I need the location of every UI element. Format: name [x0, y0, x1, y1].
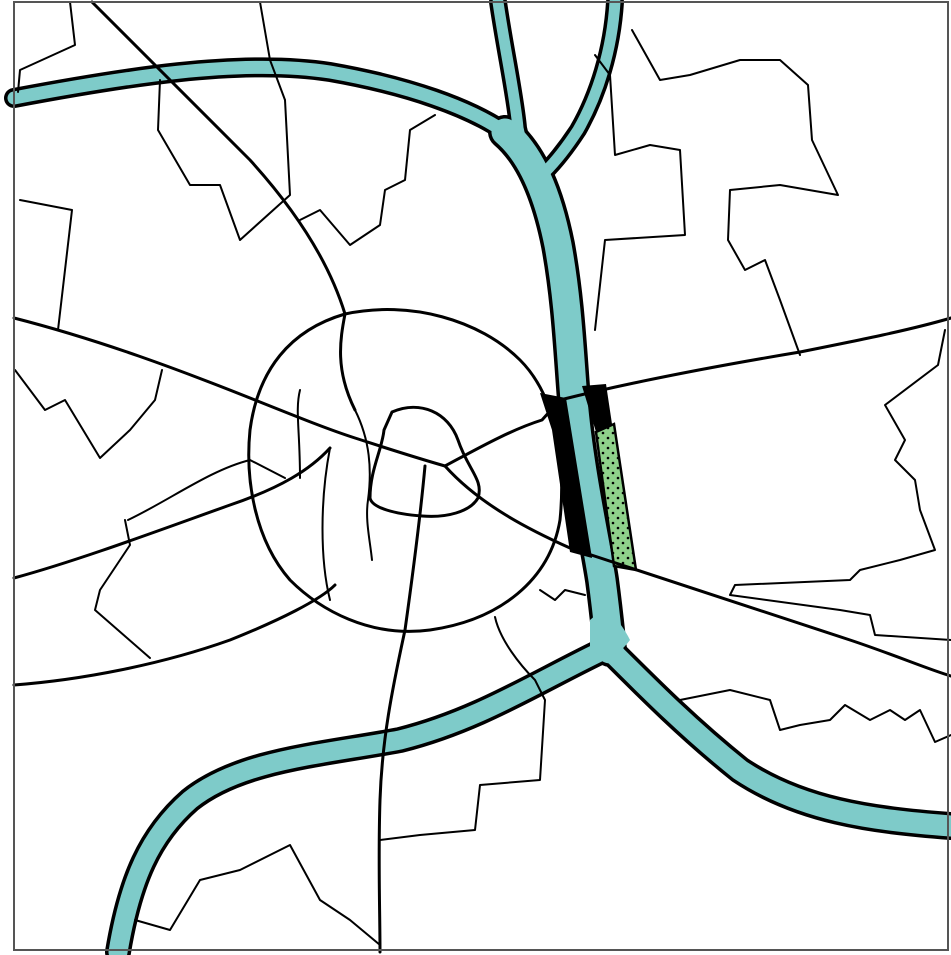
river-southeast-arm	[599, 639, 951, 837]
street-w-4	[127, 459, 286, 521]
street-sw-1	[134, 844, 381, 946]
street-s-2	[539, 589, 586, 601]
park-strip-dots	[596, 424, 636, 570]
street-nw-1	[17, 1, 76, 93]
street-e-1	[729, 329, 951, 641]
road-north-spoke[interactable]	[339, 312, 357, 412]
map-frame	[13, 1, 949, 951]
street-nw-3	[259, 1, 286, 101]
river-southwest-arm	[108, 638, 618, 955]
road-northwest-diagonal[interactable]	[90, 0, 347, 316]
highlighted-area	[540, 384, 638, 572]
street-s-1	[379, 616, 546, 841]
major-roads	[12, 0, 951, 954]
street-se-1	[679, 689, 951, 743]
inner-ring-road[interactable]	[368, 405, 481, 518]
street-w-2	[14, 369, 163, 459]
street-center-3	[296, 389, 301, 479]
street-n-1	[299, 114, 436, 246]
outer-ring-road[interactable]	[247, 308, 564, 633]
street-center-2	[321, 447, 331, 601]
river-confluence	[590, 613, 630, 656]
road-west-radial[interactable]	[12, 316, 447, 468]
street-ne-1	[631, 29, 839, 356]
built-block-west-bank[interactable]	[540, 393, 592, 558]
built-block-east-bank-north[interactable]	[582, 384, 612, 432]
road-southeast-radial[interactable]	[443, 464, 951, 678]
river-main-channel	[491, 118, 624, 664]
street-nw-2	[157, 79, 291, 241]
river-north-branch-right	[539, 0, 621, 178]
road-east-radial[interactable]	[443, 316, 951, 468]
minor-streets	[14, 1, 951, 946]
river-northwest-arm	[7, 60, 512, 139]
street-w-1	[19, 199, 73, 331]
road-southwest-radial[interactable]	[12, 446, 332, 580]
street-w-3	[94, 519, 151, 659]
street-center-1	[354, 409, 373, 561]
rivers	[4, 0, 951, 955]
street-ne-2	[594, 54, 686, 331]
river-fills	[7, 0, 951, 955]
road-south[interactable]	[377, 464, 427, 954]
road-southwest-curve[interactable]	[12, 583, 337, 687]
